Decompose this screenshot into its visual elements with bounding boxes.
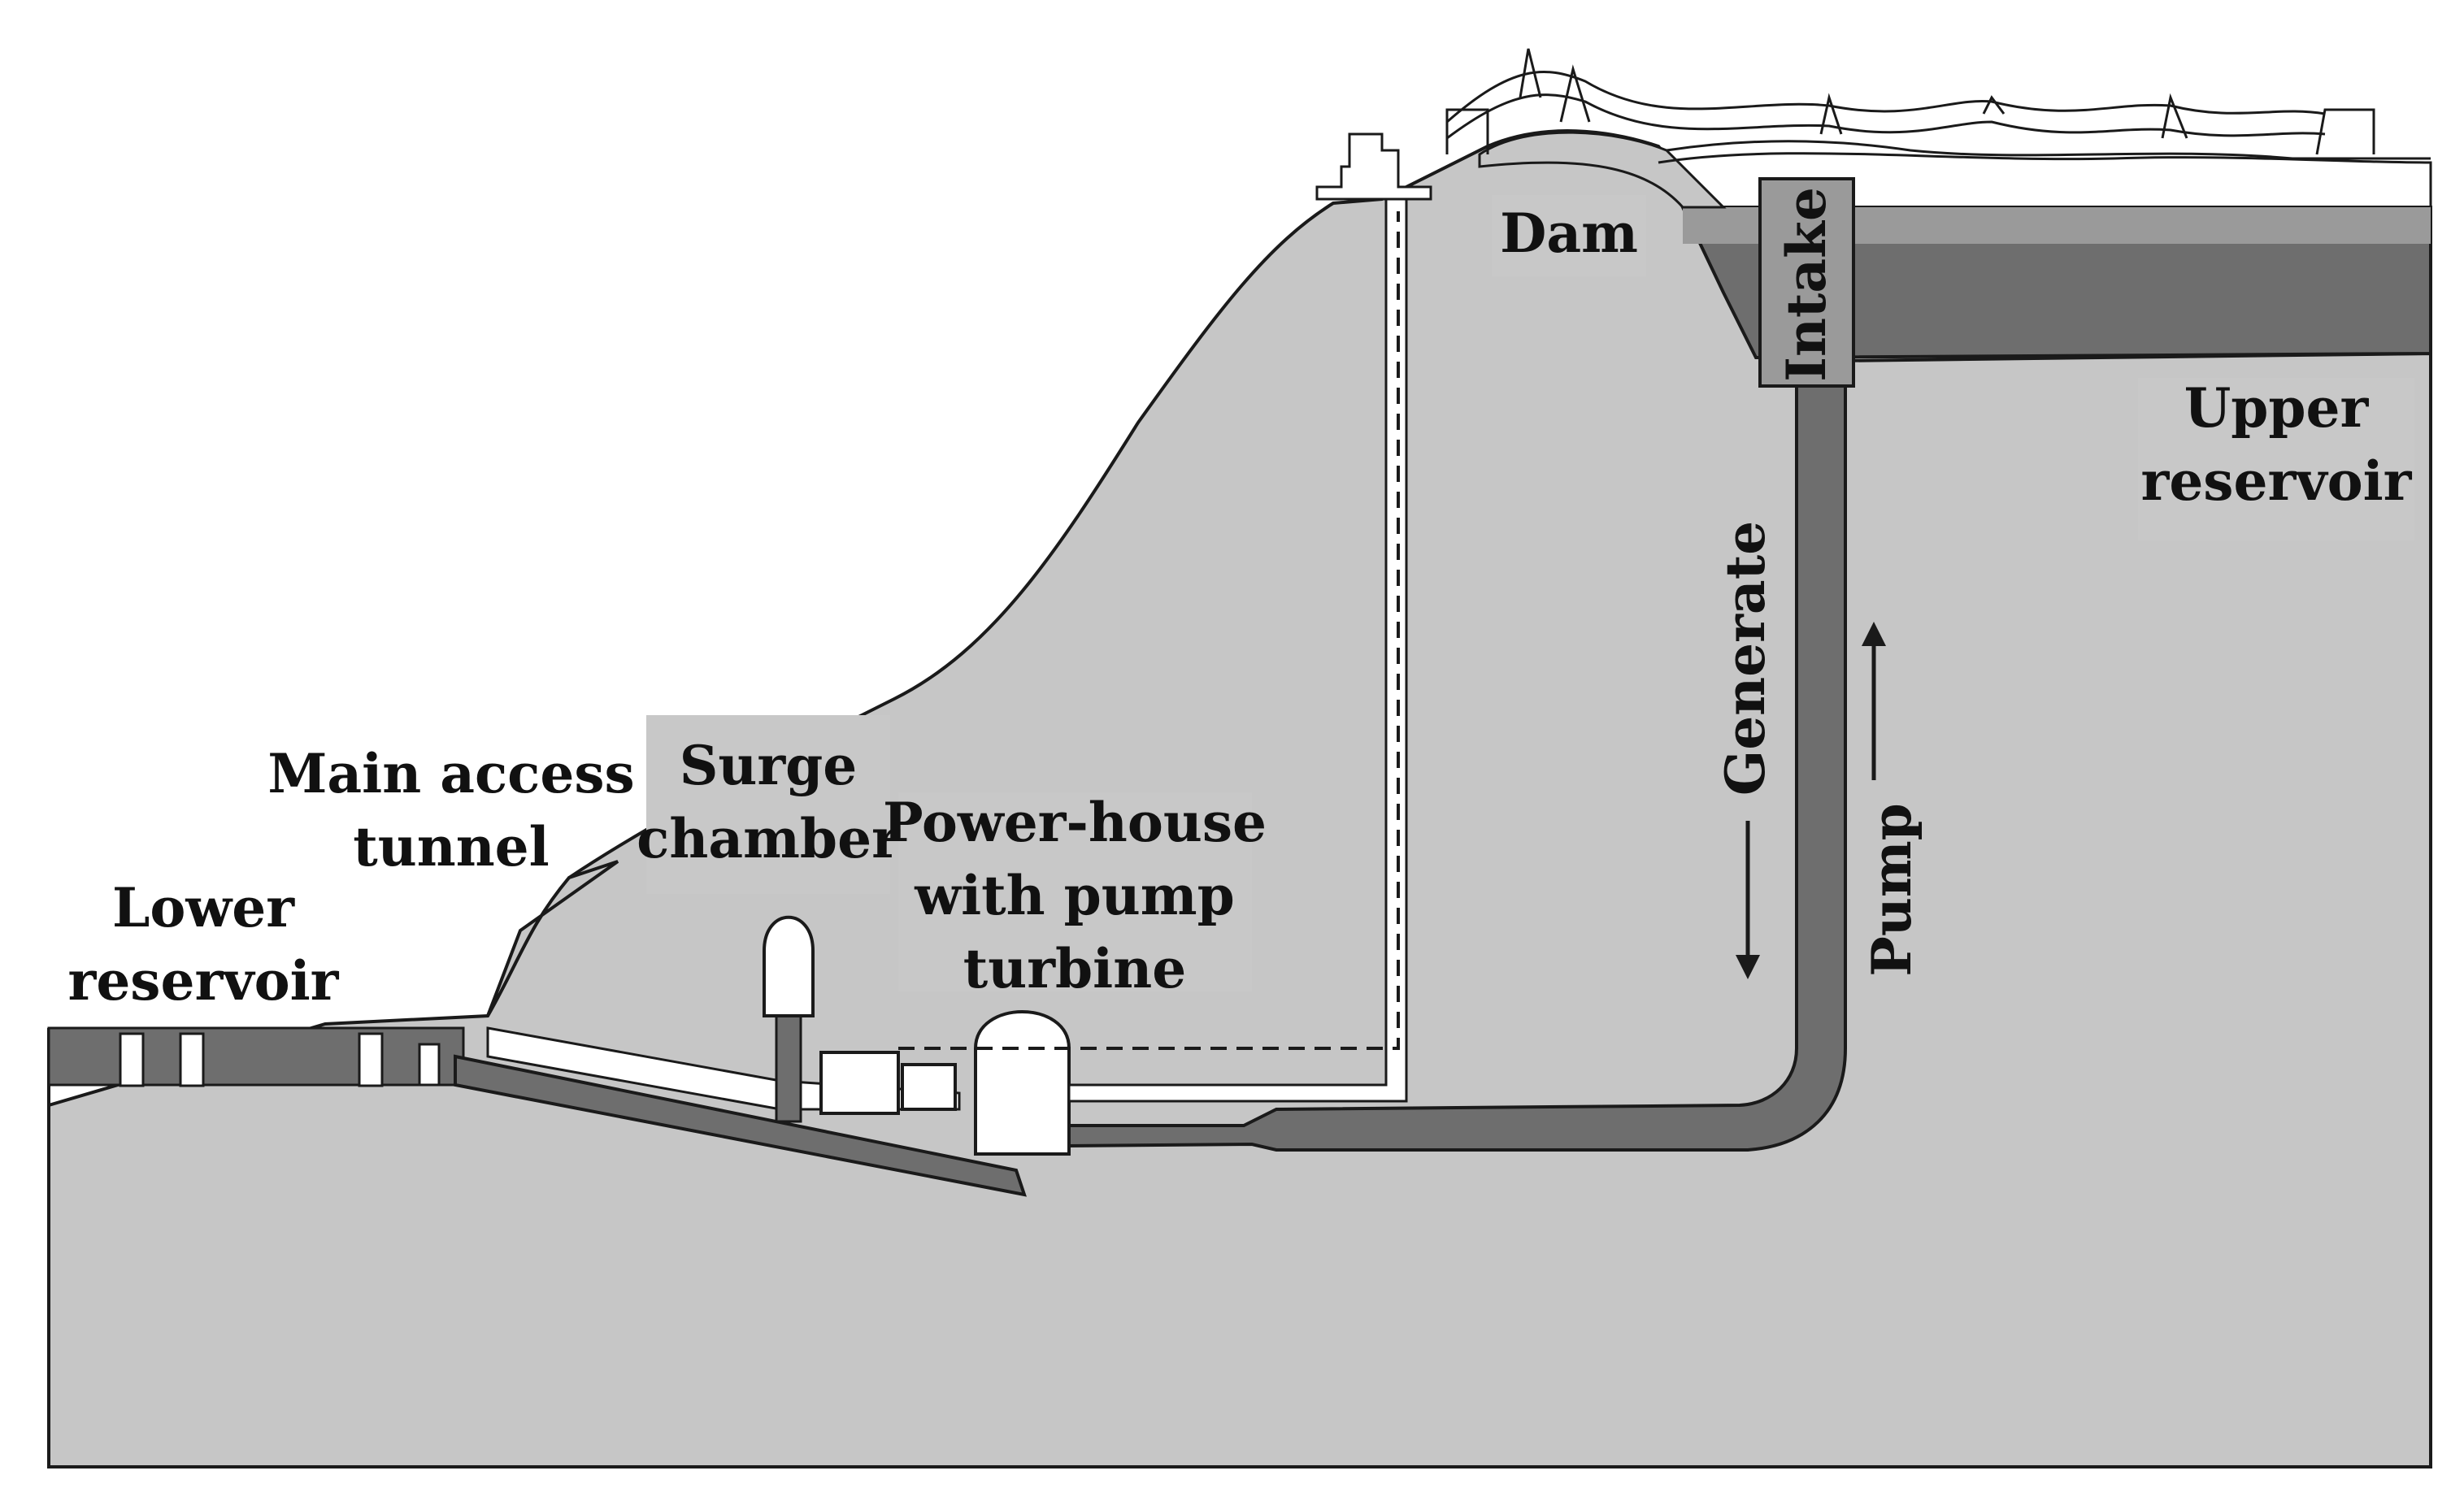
surge-chamber-label-line1: Surge [680, 734, 858, 797]
dam-crest [1478, 131, 1727, 209]
penstock-lower [1067, 380, 1847, 1152]
upper-reservoir-label-line1: Upper [2184, 376, 2370, 440]
lower-reservoir-marker [119, 1032, 145, 1087]
lower-reservoir-water [47, 1026, 465, 1087]
powerhouse-label-line3: turbine [963, 937, 1186, 1000]
dam-label-bg [1492, 195, 1646, 276]
shaft-dashed-line [898, 211, 1400, 1050]
lower-reservoir-marker [358, 1032, 384, 1087]
valve-cavern [901, 1063, 957, 1111]
intake-label: Intake [1775, 187, 1838, 382]
upper-reservoir-label-line2: reservoir [2141, 449, 2413, 513]
generate-label: Generate [1714, 521, 1777, 796]
surge-chamber-label-line2: chamber [637, 807, 901, 870]
upper-reservoir-label-bg [2138, 378, 2414, 540]
surge-chamber-shaft [775, 1010, 802, 1123]
outlet-gate [418, 1043, 441, 1087]
surge-chamber-label-bg [646, 715, 890, 894]
powerhouse-cavern [974, 1010, 1071, 1156]
main-access-tunnel-label-line1: Main access [267, 742, 634, 805]
power-lines [1445, 48, 2431, 160]
left-slope [486, 860, 619, 1017]
pump-label: Pump [1860, 803, 1923, 977]
ridge-outline [1658, 152, 2432, 207]
tailrace-tunnel [454, 1054, 1027, 1197]
main-access-tunnel-label-line2: tunnel [353, 815, 550, 878]
lower-reservoir-label-line1: Lower [112, 876, 295, 939]
dam-label: Dam [1500, 202, 1638, 265]
intake-structure [1758, 177, 1855, 388]
powerhouse-label-line2: with pump [914, 864, 1234, 927]
lower-reservoir-marker [179, 1032, 205, 1087]
surge-chamber-dome [763, 915, 815, 1017]
shaft-headframe [1315, 132, 1432, 201]
powerhouse-label-bg [898, 792, 1252, 991]
transformer-cavern [819, 1051, 900, 1115]
powerhouse-label-line1: Power-house [883, 791, 1267, 854]
lower-reservoir-label-line2: reservoir [68, 949, 340, 1013]
